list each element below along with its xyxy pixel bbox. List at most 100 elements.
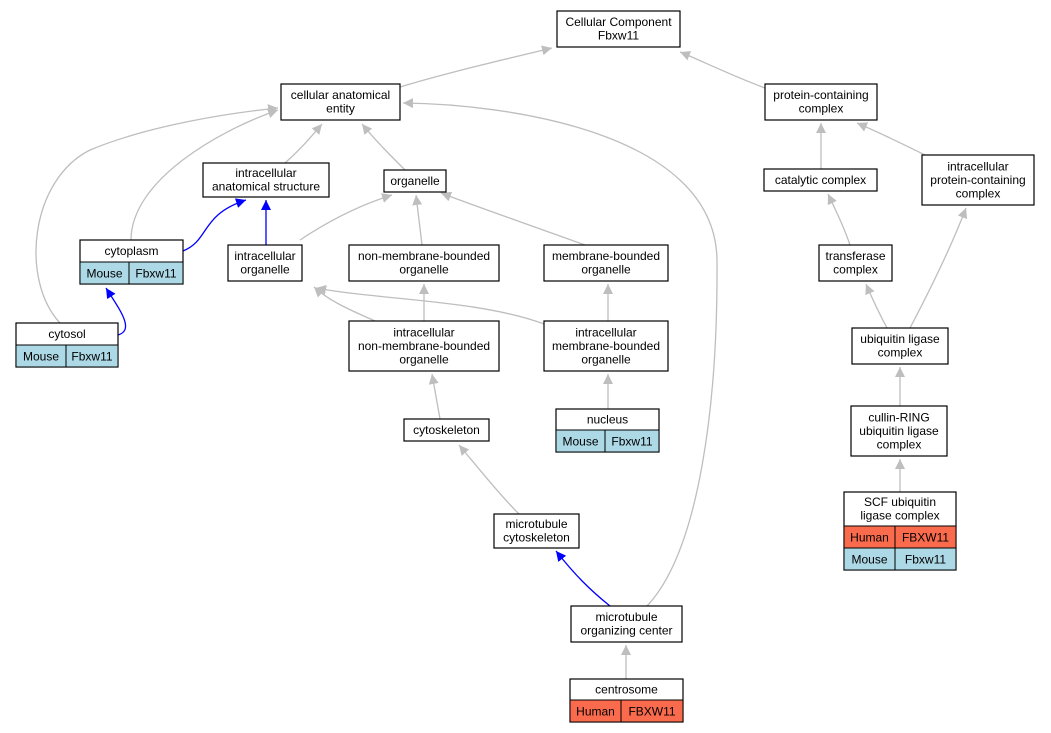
node-label-line: intracellular bbox=[575, 325, 636, 339]
node-label-line: cellular anatomical bbox=[291, 88, 390, 102]
species-label: Mouse bbox=[562, 435, 598, 449]
species-label: Mouse bbox=[86, 267, 122, 281]
node-label-line: non-membrane-bounded bbox=[358, 249, 490, 263]
node-label-line: complex bbox=[877, 437, 922, 451]
node-label-line: cytoplasm bbox=[104, 244, 158, 258]
node-box bbox=[202, 162, 330, 198]
gene-cell bbox=[620, 699, 684, 723]
edge-cytosol-to-cyto bbox=[105, 287, 127, 336]
node-box bbox=[543, 320, 669, 372]
node-label-line: organizing center bbox=[580, 624, 672, 638]
node-box bbox=[543, 244, 669, 282]
edge-mtoc-to-mtcs bbox=[555, 550, 611, 607]
edge-pcc-to-cc bbox=[679, 51, 766, 89]
node-label-line: intracellular bbox=[947, 159, 1008, 173]
node-box bbox=[348, 244, 500, 282]
node-label-line: organelle bbox=[399, 352, 449, 366]
gene-cell bbox=[604, 429, 660, 453]
node-label-line: complex bbox=[878, 346, 923, 360]
edge-trans-to-cat bbox=[827, 193, 851, 246]
gene-label: Fbxw11 bbox=[905, 553, 946, 567]
edge-ulc-to-trans bbox=[865, 283, 888, 329]
node-label-line: intracellular bbox=[234, 249, 295, 263]
node-label-line: protein-containing bbox=[773, 88, 868, 102]
gene-label: FBXW11 bbox=[628, 705, 675, 719]
edge-mtoc-to-cae bbox=[402, 98, 718, 607]
node-label-line: complex bbox=[833, 263, 878, 277]
node-label-line: ligase complex bbox=[860, 509, 939, 523]
edge-cyto-to-cae bbox=[130, 108, 279, 241]
species-label: Mouse bbox=[851, 553, 887, 567]
node-label-line: microtubule bbox=[505, 517, 567, 531]
edge-mtcs-to-cskel bbox=[458, 444, 520, 515]
edge-imbo-to-io bbox=[315, 284, 545, 325]
gene-label: Fbxw11 bbox=[611, 435, 652, 449]
node-box bbox=[280, 83, 401, 121]
node-label-line: organelle bbox=[390, 174, 440, 188]
node-box bbox=[383, 169, 447, 193]
edge-org-to-cae bbox=[361, 123, 406, 171]
node-label-line: membrane-bounded bbox=[552, 339, 660, 353]
node-label-line: intracellular bbox=[235, 166, 296, 180]
edge-mbo-to-org bbox=[440, 191, 586, 246]
node-box bbox=[764, 83, 878, 121]
node-box bbox=[921, 154, 1035, 206]
edge-cae-to-cc bbox=[399, 45, 553, 88]
node-label-line: organelle bbox=[240, 263, 290, 277]
edge-cskel-to-inmbo bbox=[428, 373, 441, 420]
gene-label: FBXW11 bbox=[902, 531, 949, 545]
node-label-line: ubiquitin ligase bbox=[860, 332, 940, 346]
node-label-line: intracellular bbox=[393, 325, 454, 339]
species-label: Mouse bbox=[23, 350, 59, 364]
node-label-line: cytoskeleton bbox=[503, 531, 570, 545]
gene-cell bbox=[894, 547, 957, 571]
gene-label: Fbxw11 bbox=[135, 267, 176, 281]
node-box bbox=[851, 327, 949, 365]
species-label: Human bbox=[850, 531, 889, 545]
node-label-line: Fbxw11 bbox=[598, 29, 639, 43]
node-cat[interactable]: catalytic complex bbox=[763, 168, 878, 192]
node-label-line: anatomical structure bbox=[212, 180, 320, 194]
node-label-line: Cellular Component bbox=[565, 15, 672, 29]
node-box bbox=[556, 10, 681, 48]
node-cskel[interactable]: cytoskeleton bbox=[403, 418, 490, 442]
node-label-line: complex bbox=[956, 186, 1001, 200]
node-box bbox=[227, 244, 303, 282]
node-label-line: organelle bbox=[581, 263, 631, 277]
node-label-line: transferase bbox=[825, 249, 885, 263]
gene-cell bbox=[65, 344, 119, 368]
edge-ulc-to-ipcc bbox=[909, 207, 968, 329]
node-label-line: cytosol bbox=[48, 327, 85, 341]
node-inmbo[interactable]: intracellularnon-membrane-boundedorganel… bbox=[348, 320, 500, 372]
node-label-line: complex bbox=[799, 102, 844, 116]
node-label-line: organelle bbox=[581, 352, 631, 366]
node-label-line: non-membrane-bounded bbox=[358, 339, 490, 353]
edge-cytosol-to-cae bbox=[35, 104, 279, 324]
edge-ias-to-cae bbox=[284, 123, 323, 164]
node-box bbox=[493, 513, 580, 549]
species-label: Human bbox=[576, 705, 615, 719]
node-org[interactable]: organelle bbox=[383, 169, 447, 193]
node-box bbox=[818, 244, 893, 282]
edge-ipcc-to-pcc bbox=[856, 122, 930, 158]
